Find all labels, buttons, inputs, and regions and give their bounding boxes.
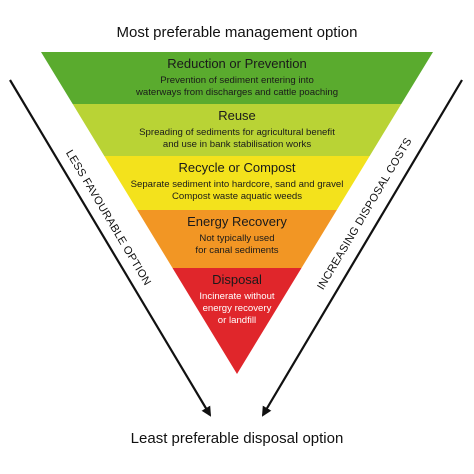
tier-title: Reduction or Prevention	[167, 56, 306, 71]
left-arrow	[9, 79, 212, 417]
tier-band	[72, 104, 402, 156]
tier-title: Recycle or Compost	[178, 160, 295, 175]
tier-description-line: Compost waste aquatic weeds	[172, 191, 302, 202]
tier-description-line: and use in bank stabilisation works	[163, 139, 311, 150]
tier-band	[172, 268, 302, 374]
tier-description-line: Spreading of sediments for agricultural …	[139, 127, 335, 138]
right-arrow	[261, 79, 463, 417]
tier-title: Energy Recovery	[187, 214, 287, 229]
tier-description-line: Prevention of sediment entering into	[160, 75, 314, 86]
tier-band	[104, 156, 370, 210]
tier-description-line: or landfill	[218, 315, 256, 326]
tier-band	[41, 52, 433, 104]
tier-band	[137, 210, 337, 268]
tier-title: Reuse	[218, 108, 256, 123]
tier-description-line: Incinerate without	[199, 291, 275, 302]
tier-description-line: for canal sediments	[195, 245, 278, 256]
bottom-label: Least preferable disposal option	[131, 430, 344, 447]
tier-description-line: energy recovery	[203, 303, 272, 314]
tier-description-line: Separate sediment into hardcore, sand an…	[131, 179, 344, 190]
tier-description-line: Not typically used	[199, 233, 274, 244]
tier-description-line: waterways from discharges and cattle poa…	[135, 87, 338, 98]
top-label: Most preferable management option	[117, 24, 358, 41]
tier-title: Disposal	[212, 272, 262, 287]
